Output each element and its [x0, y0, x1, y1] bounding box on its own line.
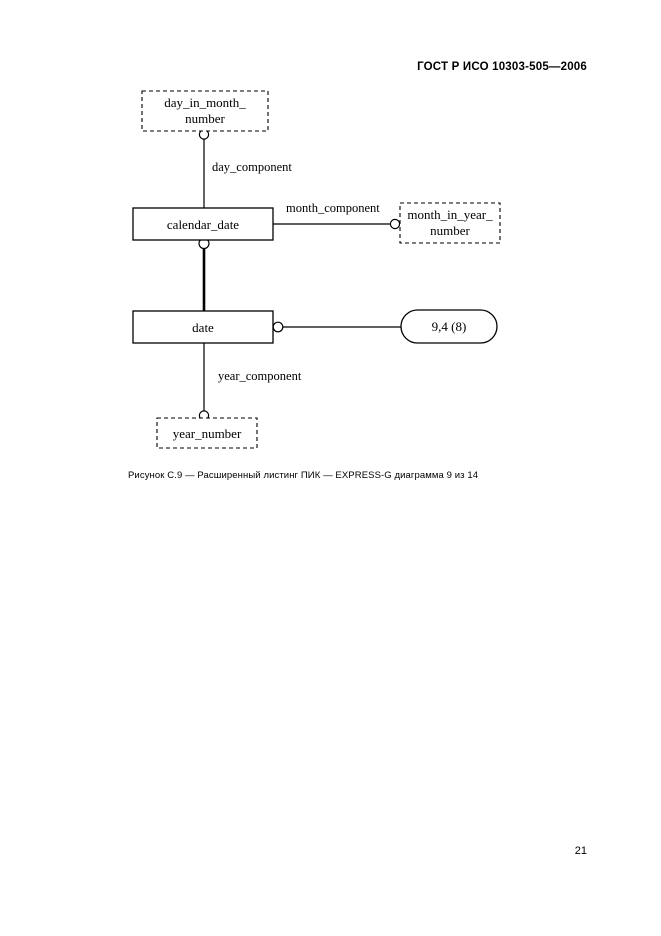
node-calendar-date-box — [132, 207, 274, 241]
edge-year-component — [198, 343, 210, 421]
node-year-number-box — [156, 417, 258, 449]
node-date-box — [132, 310, 274, 344]
edge-label-year-component: year_component — [218, 369, 302, 383]
node-year-number-label: year_number — [173, 426, 242, 441]
node-day-in-month-number-box — [141, 90, 269, 132]
page-number: 21 — [574, 845, 587, 857]
node-day-in-month-number-label-line1: day_in_month_ — [164, 95, 246, 110]
edge-supertype-link — [198, 237, 210, 311]
node-page-reference-label: 9,4 (8) — [432, 319, 467, 334]
node-page-reference-box — [400, 309, 498, 344]
node-day-in-month-number: day_in_month_ number — [141, 90, 269, 132]
edge-label-day-component: day_component — [212, 160, 292, 174]
figure-express-g-diagram: day_in_month_ number calendar_date month… — [132, 90, 501, 449]
edge-label-month-component: month_component — [286, 201, 380, 215]
node-month-in-year-number: month_in_year_ number — [399, 202, 501, 244]
figure-caption: Рисунок С.9 — Расширенный листинг ПИК — … — [128, 470, 479, 481]
standard-header: ГОСТ Р ИСО 10303-505—2006 — [417, 61, 587, 73]
node-date-label: date — [192, 320, 214, 335]
node-date: date — [132, 310, 274, 344]
edge-date-page-ref — [272, 321, 401, 333]
node-month-in-year-number-label-line1: month_in_year_ — [407, 207, 493, 222]
node-month-in-year-number-box — [399, 202, 501, 244]
edge-day-component — [198, 129, 210, 208]
node-calendar-date: calendar_date — [132, 207, 274, 241]
node-page-reference: 9,4 (8) — [400, 309, 498, 344]
edge-month-component — [273, 218, 401, 230]
node-day-in-month-number-label-line2: number — [185, 111, 225, 126]
node-month-in-year-number-label-line2: number — [430, 223, 470, 238]
relationship-circle-month-component — [389, 218, 401, 230]
node-year-number: year_number — [156, 417, 258, 449]
express-g-diagram-canvas: day_in_month_ number calendar_date month… — [132, 90, 501, 449]
node-calendar-date-label: calendar_date — [167, 217, 239, 232]
relationship-circle-date-page-ref — [272, 321, 284, 333]
